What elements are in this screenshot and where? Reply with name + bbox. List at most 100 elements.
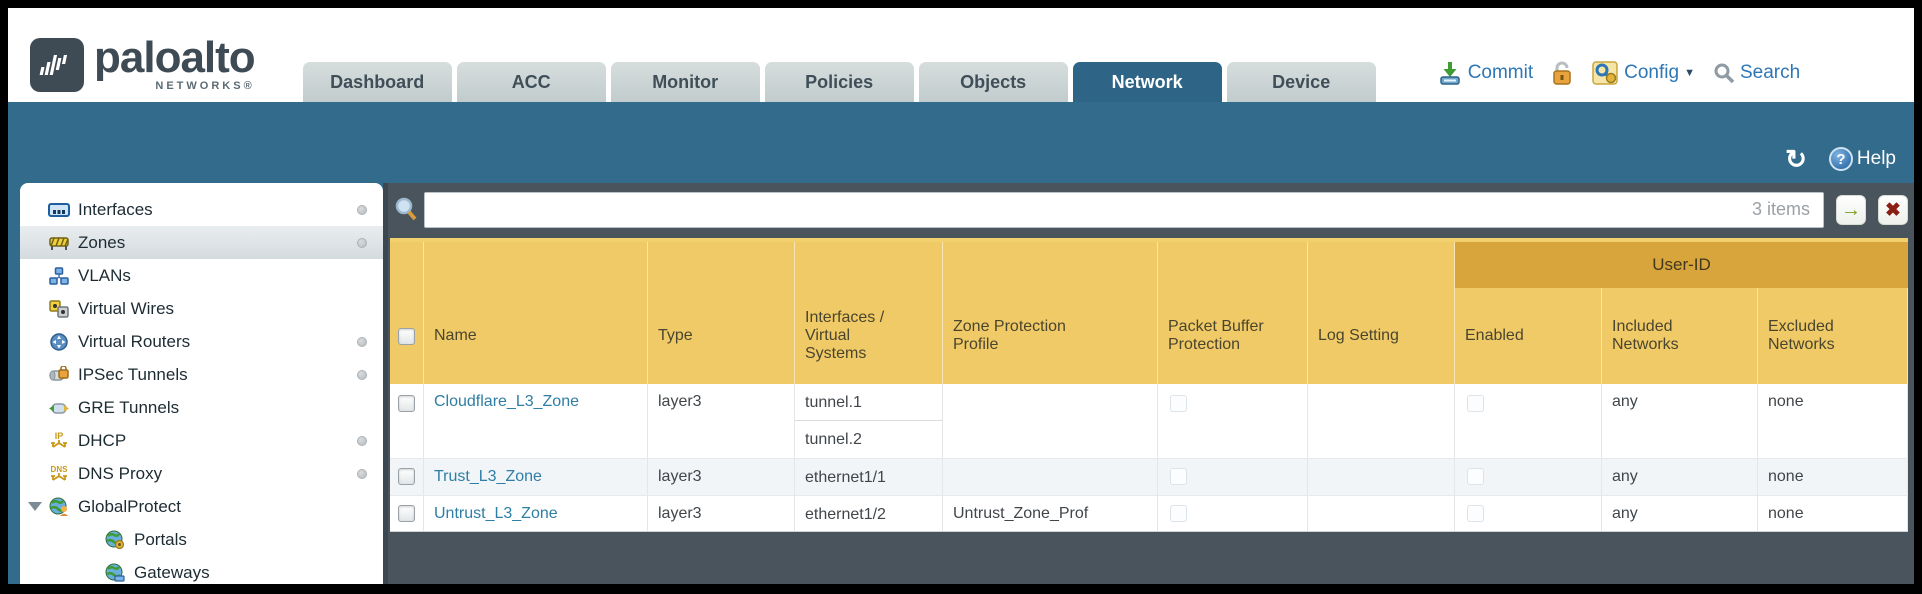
zone-protection-profile (943, 459, 1158, 495)
apply-filter-button[interactable]: → (1836, 195, 1866, 225)
zone-interfaces: ethernet1/2 (795, 496, 943, 531)
col-header-excluded-networks[interactable]: Excluded Networks (1758, 242, 1908, 384)
config-caret-icon: ▼ (1684, 67, 1695, 79)
tab-acc[interactable]: ACC (456, 62, 606, 102)
zone-log-setting (1308, 496, 1455, 531)
sidebar-item-portals[interactable]: Portals (20, 523, 383, 556)
zone-type: layer3 (648, 459, 795, 495)
tab-policies[interactable]: Policies (764, 62, 914, 102)
status-dot (357, 237, 367, 248)
row-checkbox[interactable] (398, 395, 415, 412)
sidebar-item-gre-tunnels[interactable]: GRE Tunnels (20, 391, 383, 424)
col-header-name[interactable]: Name (424, 242, 648, 384)
sidebar-item-vlans[interactable]: VLANs (20, 259, 383, 292)
sidebar-item-dns-proxy[interactable]: DNS DNS Proxy (20, 457, 383, 490)
zone-type: layer3 (648, 384, 795, 458)
user-id-enabled-checkbox[interactable] (1467, 468, 1484, 485)
sidebar-item-virtual-routers[interactable]: Virtual Routers (20, 325, 383, 358)
col-header-zone-protection-profile[interactable]: Zone Protection Profile (943, 242, 1158, 384)
sidebar-item-dhcp[interactable]: IP DHCP (20, 424, 383, 457)
close-icon: ✖ (1885, 199, 1901, 221)
commit-icon (1439, 62, 1460, 85)
tab-device[interactable]: Device (1226, 62, 1376, 102)
tab-monitor[interactable]: Monitor (610, 62, 760, 102)
select-all-checkbox[interactable] (398, 327, 415, 345)
packet-buffer-checkbox[interactable] (1170, 395, 1187, 412)
col-header-enabled[interactable]: Enabled (1455, 242, 1602, 384)
row-checkbox[interactable] (398, 505, 415, 522)
arrow-right-icon: → (1841, 199, 1861, 221)
included-networks: any (1602, 496, 1758, 531)
help-label: Help (1856, 148, 1896, 169)
col-header-included-networks[interactable]: Included Networks (1602, 242, 1758, 384)
zone-protection-profile: Untrust_Zone_Prof (943, 496, 1158, 531)
search-icon (1714, 63, 1735, 84)
interfaces-icon (48, 200, 70, 220)
user-id-enabled-checkbox[interactable] (1467, 395, 1484, 412)
row-checkbox[interactable] (398, 468, 415, 485)
main-nav-tabs: Dashboard ACC Monitor Policies Objects N… (302, 62, 1381, 102)
lock-icon[interactable] (1551, 60, 1573, 86)
dhcp-icon: IP (48, 431, 70, 451)
tab-objects[interactable]: Objects (918, 62, 1068, 102)
excluded-networks: none (1758, 496, 1908, 531)
commit-button[interactable]: Commit (1437, 60, 1533, 86)
interface-item: tunnel.1 (795, 384, 942, 421)
help-icon: ? (1828, 147, 1853, 171)
sidebar-item-interfaces[interactable]: Interfaces (20, 193, 383, 226)
table-row: Cloudflare_L3_Zone layer3 tunnel.1 tunne… (390, 384, 1908, 458)
filter-magnifier-icon (395, 197, 417, 221)
table-header: User-ID Name Type Interfaces / Virtual S… (390, 238, 1908, 384)
app-window: paloalto NETWORKS® Dashboard ACC Monitor… (8, 8, 1914, 584)
user-id-enabled-checkbox[interactable] (1467, 505, 1484, 522)
status-dot (357, 435, 367, 446)
status-dot (357, 468, 367, 479)
sidebar-item-zones[interactable]: Zones (20, 226, 383, 259)
filter-input[interactable] (424, 192, 1824, 228)
vlans-icon (48, 266, 70, 286)
help-button[interactable]: ? Help (1828, 147, 1896, 171)
status-dot (357, 336, 367, 347)
zone-name-link[interactable]: Cloudflare_L3_Zone (434, 393, 579, 410)
excluded-networks: none (1758, 459, 1908, 495)
clear-filter-button[interactable]: ✖ (1878, 195, 1908, 225)
packet-buffer-checkbox[interactable] (1170, 468, 1187, 485)
commit-label: Commit (1467, 62, 1534, 83)
sidebar-item-ipsec-tunnels[interactable]: IPSec Tunnels (20, 358, 383, 391)
zones-content: 3 items → ✖ User-ID Name Type Interfaces… (383, 183, 1914, 584)
included-networks: any (1602, 459, 1758, 495)
zone-protection-profile (943, 384, 1158, 458)
col-header-packet-buffer-protection[interactable]: Packet Buffer Protection (1158, 242, 1308, 384)
zone-name-link[interactable]: Trust_L3_Zone (434, 468, 542, 485)
config-menu[interactable]: Config ▼ (1591, 60, 1695, 86)
network-sidebar: Interfaces Zones VLANs Vir (20, 183, 383, 584)
brand-sub: NETWORKS® (155, 80, 255, 92)
paloalto-logo-icon (30, 38, 84, 92)
brand-name: paloalto (94, 33, 256, 82)
paloalto-logo: paloalto NETWORKS® (30, 33, 256, 92)
col-header-interfaces[interactable]: Interfaces / Virtual Systems (795, 242, 943, 384)
zones-icon (48, 233, 70, 253)
sidebar-item-globalprotect[interactable]: GlobalProtect (20, 490, 383, 523)
zone-log-setting (1308, 459, 1455, 495)
tab-network[interactable]: Network (1072, 62, 1222, 102)
sidebar-item-gateways[interactable]: Gateways (20, 556, 383, 584)
packet-buffer-checkbox[interactable] (1170, 505, 1187, 522)
zone-interfaces: tunnel.1 tunnel.2 (795, 384, 943, 458)
interface-item: tunnel.2 (805, 431, 862, 448)
config-label: Config (1624, 62, 1680, 83)
search-button[interactable]: Search (1713, 62, 1800, 84)
col-header-log-setting[interactable]: Log Setting (1308, 242, 1455, 384)
refresh-icon[interactable]: ↻ (1785, 144, 1807, 174)
expander-icon[interactable] (28, 502, 42, 511)
svg-text:DNS: DNS (51, 465, 69, 474)
excluded-networks: none (1758, 384, 1908, 458)
zone-name-link[interactable]: Untrust_L3_Zone (434, 505, 558, 522)
status-dot (357, 369, 367, 380)
zone-interfaces: ethernet1/1 (795, 459, 943, 495)
sidebar-item-virtual-wires[interactable]: Virtual Wires (20, 292, 383, 325)
tab-dashboard[interactable]: Dashboard (302, 62, 452, 102)
col-header-type[interactable]: Type (648, 242, 795, 384)
gre-tunnels-icon (48, 398, 70, 418)
global-actions: Commit Config ▼ (1437, 60, 1800, 86)
